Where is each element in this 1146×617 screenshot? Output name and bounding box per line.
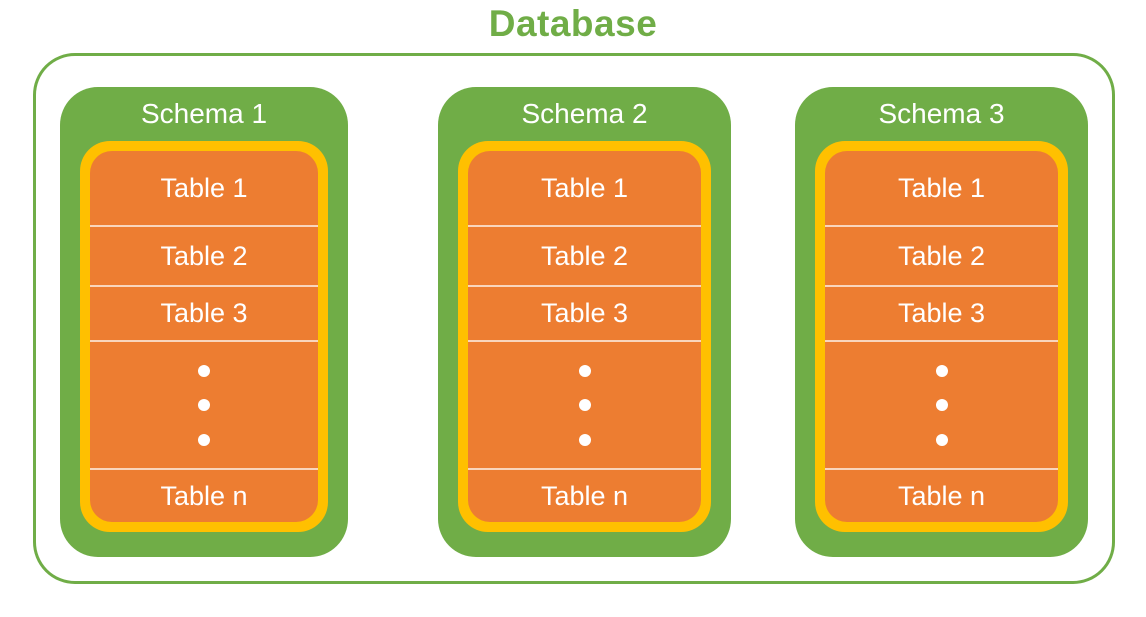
ellipsis-dot [935,399,948,411]
table-row: Table 2 [825,225,1058,285]
schema-label: Schema 3 [878,98,1005,129]
schema-box-3: Schema 3 Table 1 Table 2 Table 3 Table n [795,87,1088,557]
database-boundary-outline [33,53,1115,584]
ellipsis-dot [198,364,210,377]
ellipsis-rows [825,340,1058,468]
table-row: Table 3 [90,285,318,340]
tables-box: Table 1 Table 2 Table 3 Table n [90,151,318,522]
ellipsis-dot [935,364,948,377]
ellipsis-dot [578,399,591,411]
table-row: Table 2 [468,225,701,285]
table-row: Table n [468,468,701,522]
ellipsis-rows [90,340,318,468]
table-row: Table n [90,468,318,522]
table-row: Table 3 [468,285,701,340]
tables-frame: Table 1 Table 2 Table 3 Table n [458,141,711,532]
ellipsis-dot [578,364,591,377]
ellipsis-dot [198,433,210,446]
tables-frame: Table 1 Table 2 Table 3 Table n [80,141,328,532]
ellipsis-dot [935,433,948,446]
schema-box-1: Schema 1 Table 1 Table 2 Table 3 Table n [60,87,348,557]
tables-frame: Table 1 Table 2 Table 3 Table n [815,141,1068,532]
table-row: Table n [825,468,1058,522]
ellipsis-dot [198,399,210,411]
tables-box: Table 1 Table 2 Table 3 Table n [825,151,1058,522]
ellipsis-rows [468,340,701,468]
table-row: Table 1 [540,172,629,203]
diagram-title: Database [488,3,658,44]
schema-box-2: Schema 2 Table 1 Table 2 Table 3 Table n [438,87,731,557]
tables-box: Table 1 Table 2 Table 3 Table n [468,151,701,522]
table-row: Table 1 [897,172,986,203]
table-row: Table 2 [90,225,318,285]
schema-label: Schema 2 [521,98,648,129]
ellipsis-dot [578,433,591,446]
table-row: Table 1 [160,172,248,203]
table-row: Table 3 [825,285,1058,340]
schema-label: Schema 1 [140,98,268,129]
